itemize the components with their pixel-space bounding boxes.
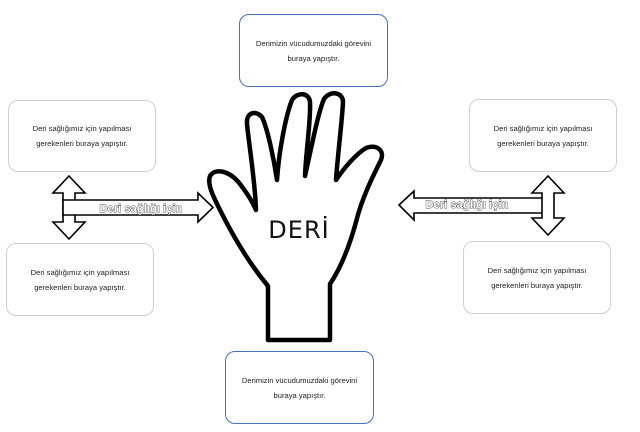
left-horizontal-arrow-icon — [62, 191, 215, 224]
right-bottom-box-text: Deri sağlığımız için yapılması gerekenle… — [487, 265, 587, 290]
bottom-function-box[interactable]: Derimizin vücudumuzdaki görevini buraya … — [225, 351, 374, 424]
right-bottom-care-box[interactable]: Deri sağlığımız için yapılması gerekenle… — [463, 241, 611, 314]
top-function-box[interactable]: Derimizin vücudumuzdaki görevini buraya … — [239, 14, 388, 87]
left-bottom-care-box[interactable]: Deri sağlığımız için yapılması gerekenle… — [6, 243, 154, 316]
right-top-care-box[interactable]: Deri sağlığımız için yapılması gerekenle… — [469, 99, 617, 172]
hand-icon — [207, 91, 385, 343]
right-top-box-text: Deri sağlığımız için yapılması gerekenle… — [493, 123, 593, 148]
hand-title: DERİ — [268, 215, 329, 244]
right-vertical-double-arrow-icon — [530, 174, 566, 237]
left-bottom-box-text: Deri sağlığımız için yapılması gerekenle… — [30, 267, 130, 292]
left-arrow-label: Deri sağlığı için — [99, 203, 182, 215]
bottom-box-text: Derimizin vücudumuzdaki görevini buraya … — [241, 375, 358, 400]
left-top-care-box[interactable]: Deri sağlığımız için yapılması gerekenle… — [8, 100, 156, 172]
top-box-text: Derimizin vücudumuzdaki görevini buraya … — [255, 38, 372, 63]
left-top-box-text: Deri sağlığımız için yapılması gerekenle… — [32, 124, 132, 148]
right-arrow-label: Deri sağlığı için — [425, 199, 508, 211]
